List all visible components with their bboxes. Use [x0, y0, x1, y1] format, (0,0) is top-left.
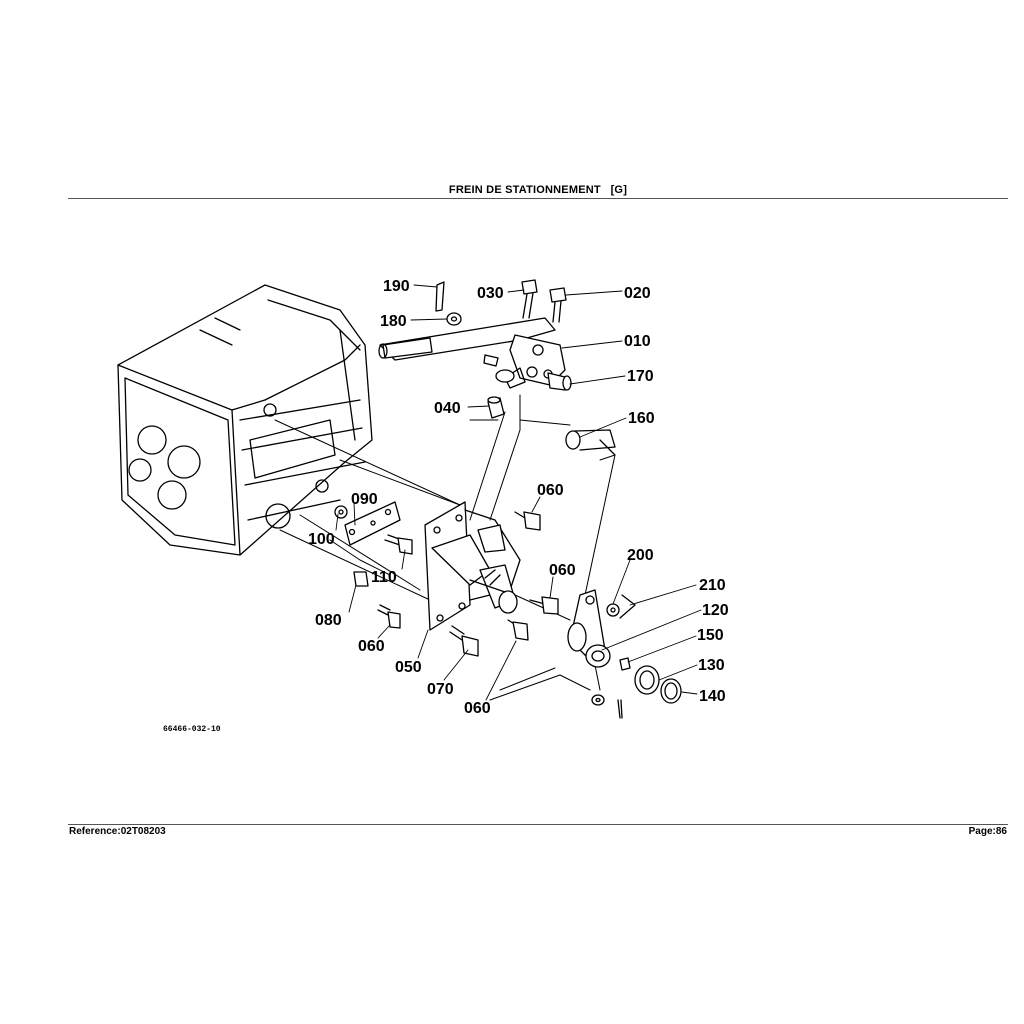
bolt-060-a	[514, 511, 541, 531]
callout-110: 110	[371, 569, 397, 586]
ring-140	[660, 678, 682, 704]
callout-060-a: 060	[537, 482, 564, 499]
callout-130: 130	[698, 657, 725, 674]
callout-170: 170	[627, 368, 654, 385]
pin-190	[435, 281, 445, 312]
footer-rule	[68, 824, 1008, 825]
bracket-plate-050	[424, 501, 521, 631]
washer-180	[446, 312, 462, 326]
callout-leaders	[335, 284, 702, 701]
callout-030: 030	[477, 285, 504, 302]
callout-050: 050	[395, 659, 422, 676]
brake-lever	[378, 317, 566, 389]
arm-120	[567, 589, 611, 668]
header-rule	[68, 198, 1008, 199]
bolt-060-b	[529, 596, 559, 615]
bolt-060-d	[507, 619, 529, 641]
callout-140: 140	[699, 688, 726, 705]
callout-210: 210	[699, 577, 726, 594]
callout-040: 040	[434, 400, 461, 417]
pin-170	[547, 372, 572, 391]
assembly-lines	[274, 394, 616, 701]
callout-090: 090	[351, 491, 378, 508]
bolt-060-c	[377, 604, 401, 629]
bolt-070	[449, 625, 479, 657]
callout-070: 070	[427, 681, 454, 698]
callout-120: 120	[702, 602, 729, 619]
washer-130	[634, 665, 660, 695]
page-title: FREIN DE STATIONNEMENT [G]	[448, 184, 628, 196]
washer-200	[606, 603, 620, 617]
washer-100	[334, 505, 348, 519]
callout-190: 190	[383, 278, 410, 295]
plate-090	[344, 501, 401, 546]
callout-080: 080	[315, 612, 342, 629]
callout-020: 020	[624, 285, 651, 302]
page-number: Page:86	[968, 826, 1007, 837]
transmission-housing	[117, 284, 373, 556]
callout-060-d: 060	[464, 700, 491, 717]
callout-010: 010	[624, 333, 651, 350]
callout-150: 150	[697, 627, 724, 644]
washer-small	[591, 694, 605, 706]
callout-200: 200	[627, 547, 654, 564]
bolt-110	[384, 534, 413, 555]
bolt-020	[549, 287, 567, 323]
pin-210	[619, 594, 636, 619]
nut-150	[619, 657, 631, 671]
reference-text: Reference:02T08203	[69, 826, 166, 837]
cotter-pin	[617, 699, 623, 719]
callout-060-c: 060	[358, 638, 385, 655]
bushing-040	[487, 396, 505, 419]
callout-100: 100	[308, 531, 335, 548]
diagram-code: 66466-032-10	[163, 725, 221, 734]
bolt-030	[521, 279, 538, 319]
callout-160: 160	[628, 410, 655, 427]
callout-180: 180	[380, 313, 407, 330]
callout-060-b: 060	[549, 562, 576, 579]
rod-160	[565, 429, 616, 456]
nut-080	[353, 571, 369, 587]
